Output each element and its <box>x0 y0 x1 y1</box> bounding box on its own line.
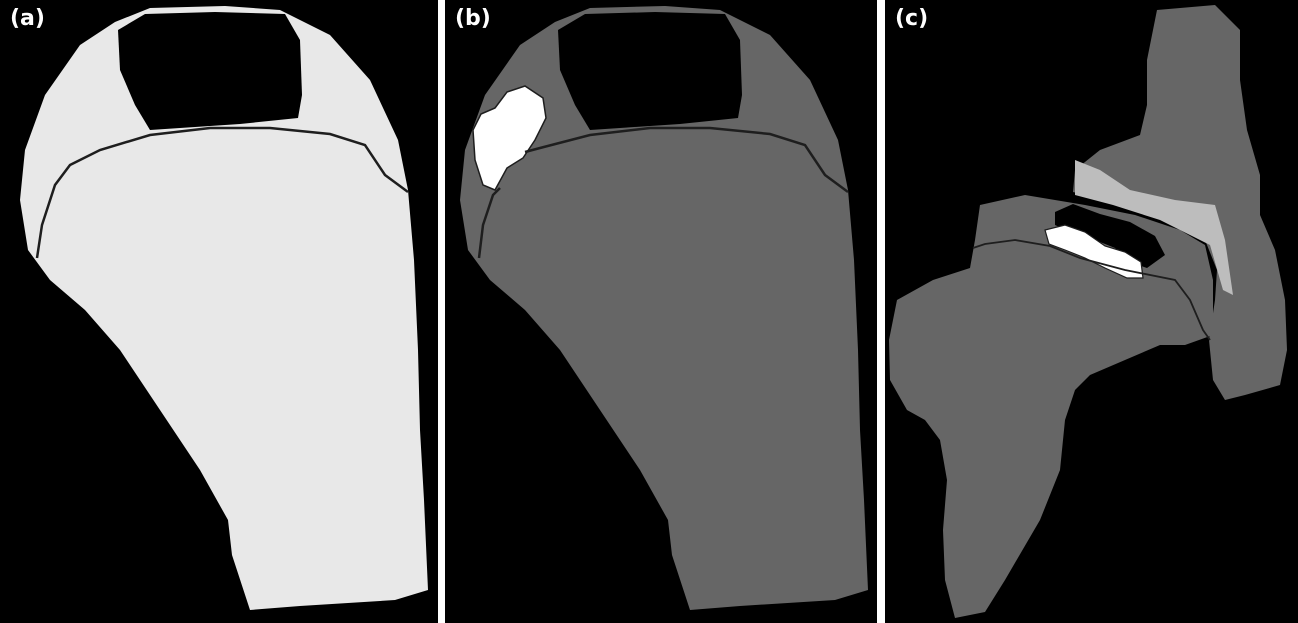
panel-c: (c) <box>885 0 1298 623</box>
lower-bone-gray <box>889 195 1213 618</box>
panel-b-illustration <box>445 0 877 623</box>
panel-label-c: (c) <box>895 8 928 30</box>
panel-b: (b) <box>445 0 877 623</box>
panel-a-illustration <box>0 0 438 623</box>
panel-a: (a) <box>0 0 438 623</box>
notch-dark <box>558 12 742 130</box>
notch-dark <box>118 12 302 130</box>
panel-label-b: (b) <box>455 8 491 30</box>
panel-label-a: (a) <box>10 8 45 30</box>
panel-c-illustration <box>885 0 1298 623</box>
